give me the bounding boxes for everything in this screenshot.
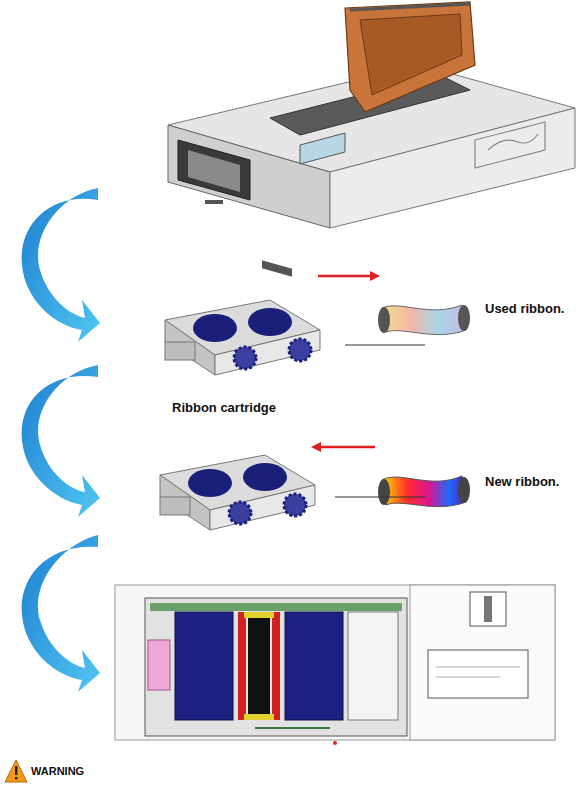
part-label: New ribbon.: [485, 474, 559, 490]
flow-arrow: [22, 188, 100, 692]
printer-perspective: [168, 2, 575, 277]
part-label: Ribbon cartridge: [172, 400, 276, 416]
leader-line: [335, 496, 425, 497]
printer-top-view: [115, 585, 555, 745]
used-ribbon: [378, 305, 470, 335]
warning-label: WARNING: [31, 765, 84, 778]
leader-line: [345, 344, 425, 345]
ribbon-cartridge: [165, 300, 320, 375]
new-ribbon: [378, 476, 470, 507]
part-label: Used ribbon.: [485, 301, 564, 317]
ribbon-cartridge: [160, 455, 315, 530]
warning-icon: [5, 760, 27, 782]
